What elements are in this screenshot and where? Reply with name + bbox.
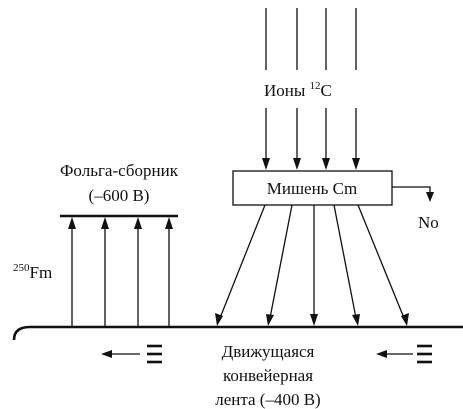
belt-label-line3: лента (–400 В) xyxy=(215,390,320,409)
ion-beam-arrows xyxy=(262,108,360,170)
collector-label-line2: (–600 В) xyxy=(89,186,150,205)
conveyor-belt xyxy=(12,325,463,341)
no-product-arrow: No xyxy=(392,186,439,232)
belt-label: Движущаяся конвейерная лента (–400 В) xyxy=(215,342,320,409)
collector-label-line1: Фольга-сборник xyxy=(60,161,179,180)
collector-foil: Фольга-сборник (–600 В) xyxy=(60,161,179,218)
target-label: Мишень Cm xyxy=(267,179,358,198)
target-box: Мишень Cm xyxy=(232,170,393,206)
ions-label: Ионы 12C xyxy=(264,80,332,100)
ion-beam-lines xyxy=(265,8,357,70)
belt-label-line1: Движущаяся xyxy=(222,342,315,361)
no-label: No xyxy=(418,213,439,232)
fm-arrows xyxy=(68,217,173,326)
belt-label-line2: конвейерная xyxy=(223,366,313,385)
belt-motion-left xyxy=(101,344,162,364)
belt-motion-right xyxy=(376,344,432,364)
fm-label: 250Fm xyxy=(13,262,52,282)
recoil-arrows xyxy=(215,204,409,326)
